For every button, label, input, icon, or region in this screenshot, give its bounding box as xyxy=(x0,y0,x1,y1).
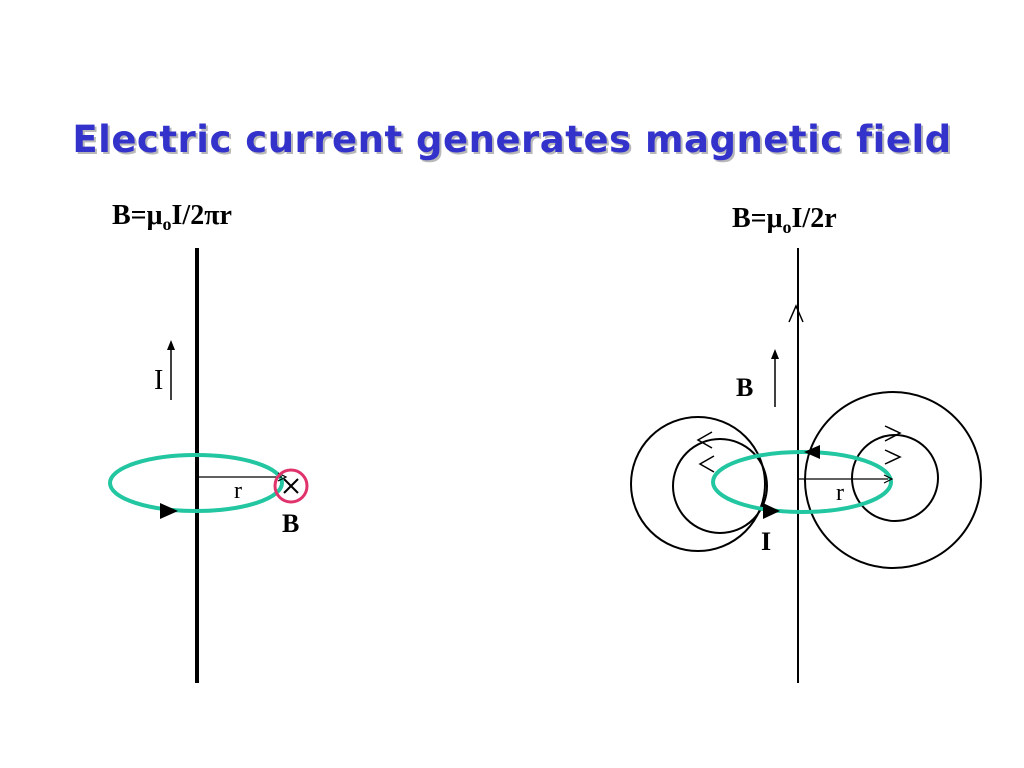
left-inner-field-line xyxy=(672,438,768,534)
left-inner-chevron xyxy=(698,455,715,473)
right-outer-field-line xyxy=(804,391,982,569)
field-into-page-marker xyxy=(273,468,309,504)
right-inner-chevron xyxy=(884,449,902,465)
left-formula-mu: μ xyxy=(146,200,163,231)
right-outer-chevron xyxy=(884,425,902,442)
left-field-label: B xyxy=(282,509,299,538)
left-formula-prefix: B= xyxy=(112,200,147,231)
left-outer-field-line xyxy=(630,416,766,552)
current-loop xyxy=(711,450,893,514)
right-inner-field-line xyxy=(851,434,939,522)
right-current-label: I xyxy=(761,527,771,556)
right-formula-suffix: I/2r xyxy=(791,203,837,234)
right-formula-sub: o xyxy=(782,217,792,237)
right-radius-arrowhead xyxy=(883,474,894,484)
right-field-arrowhead xyxy=(771,349,779,359)
field-x-line-2 xyxy=(283,478,299,494)
left-radius-label: r xyxy=(234,478,242,504)
loop-current-arrow-top xyxy=(804,445,820,459)
axis-field-chevron xyxy=(788,304,804,323)
left-formula-sub: o xyxy=(162,214,172,234)
right-formula-prefix: B= xyxy=(732,203,767,234)
right-formula: B=μoI/2r xyxy=(732,203,837,238)
right-formula-mu: μ xyxy=(766,203,783,234)
left-formula: B=μoI/2πr xyxy=(112,200,232,235)
right-field-label: B xyxy=(736,373,753,402)
left-current-arrowhead xyxy=(167,340,175,350)
left-loop-direction-arrow xyxy=(160,503,178,519)
loop-current-arrow-bottom xyxy=(763,503,780,519)
left-outer-chevron xyxy=(696,431,713,449)
slide-title: Electric current generates magnetic fiel… xyxy=(72,118,952,161)
left-field-loop xyxy=(108,453,284,513)
left-current-label: I xyxy=(154,365,163,396)
right-radius-label: r xyxy=(836,480,844,506)
left-formula-suffix: I/2πr xyxy=(171,200,232,231)
